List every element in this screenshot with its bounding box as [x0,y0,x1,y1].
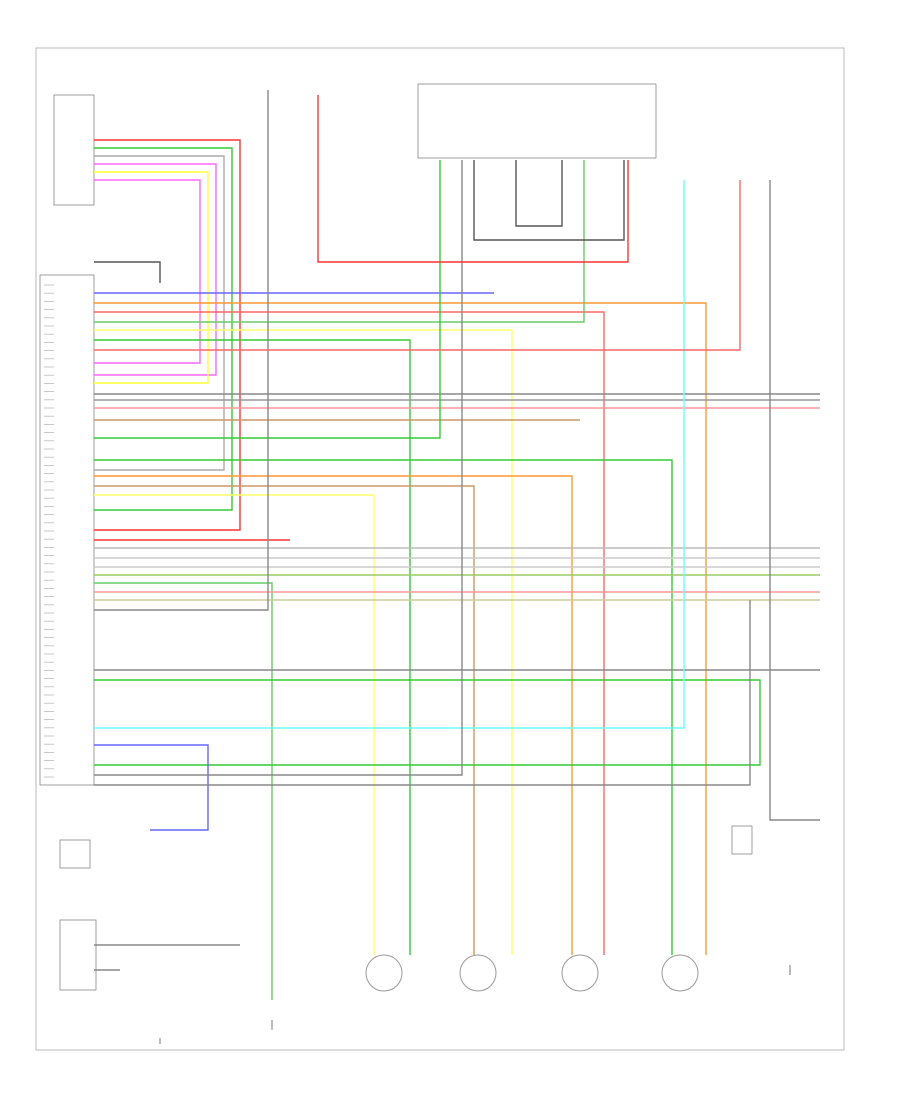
parking-brake-switch [59,839,91,869]
wire-19 [94,475,573,955]
wire-5 [94,179,201,364]
wire-37 [317,95,629,263]
wire-38 [473,160,625,241]
wire-12 [94,339,411,955]
wire-18 [94,459,673,955]
yaw-sensor [59,919,97,991]
wheel-speed-sensor-rear-left [561,954,599,992]
wire-32 [94,679,761,766]
wire-33 [94,180,685,729]
ground-symbols [159,965,791,1044]
wire-39 [515,160,563,227]
wire-35 [94,160,463,776]
diagram-frame [35,47,845,1051]
wire-17 [94,160,441,439]
wire-36 [94,600,751,786]
wire-20 [94,485,475,955]
wire-11 [94,329,513,955]
wheel-speed-sensors [365,954,699,992]
wire-6 [94,261,161,283]
wire-34 [94,744,209,831]
wire-10 [94,160,585,323]
ecm-main-connector [39,274,95,786]
wire-30 [94,90,269,611]
wire-4 [94,171,209,384]
ecm-upper-connector [53,94,95,206]
component-layer [39,83,753,991]
wire-41 [769,180,820,821]
wire-8 [94,302,707,955]
wheel-speed-sensor-rear-right [661,954,699,992]
wire-40 [94,180,741,351]
wire-3 [94,163,217,376]
wire-layer [94,90,820,1000]
wire-2 [94,155,225,471]
abs-control-module [731,825,753,855]
fuse-relay-box [417,83,657,159]
wheel-speed-sensor-front-right [459,954,497,992]
wire-27 [94,582,273,1000]
wheel-speed-sensor-front-left [365,954,403,992]
wire-0 [94,139,241,531]
wire-9 [94,311,605,955]
wire-21 [94,494,375,955]
wire-1 [94,147,233,511]
